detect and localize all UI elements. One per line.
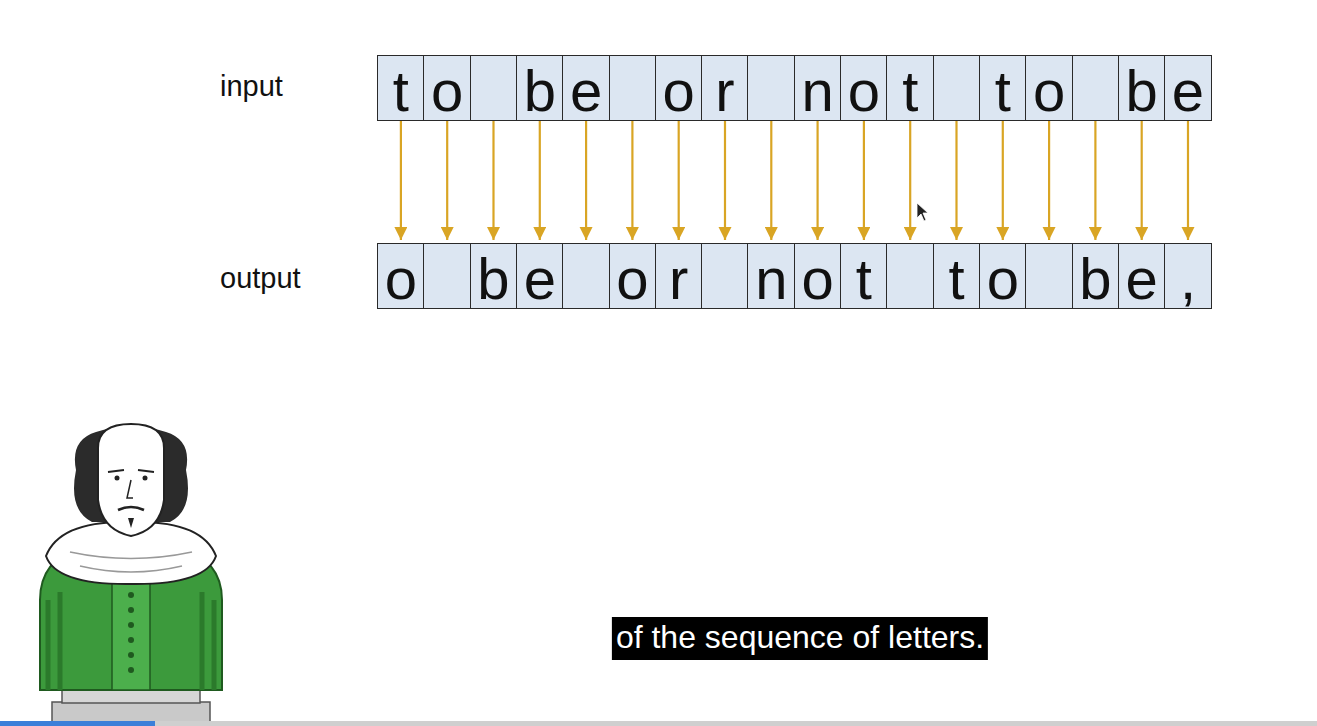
- letter-cell: o: [1025, 55, 1073, 121]
- cell-letter: t: [995, 62, 1011, 120]
- mapping-arrow: [1002, 121, 1004, 240]
- letter-cell: b: [1118, 55, 1166, 121]
- letter-cell: ,: [1164, 243, 1212, 309]
- letter-cell: o: [840, 55, 888, 121]
- mapping-arrow: [816, 121, 818, 240]
- cell-letter: o: [385, 250, 417, 308]
- mapping-arrow: [539, 121, 541, 240]
- letter-cell: e: [562, 55, 610, 121]
- cell-letter: ,: [1180, 250, 1196, 308]
- cell-letter: o: [616, 250, 648, 308]
- letter-cell: r: [701, 55, 749, 121]
- cell-letter: e: [1126, 250, 1158, 308]
- mapping-arrow: [678, 121, 680, 240]
- letter-cell: t: [933, 243, 981, 309]
- mouse-cursor: [917, 203, 928, 221]
- letter-cell: [701, 243, 749, 309]
- letter-cell: b: [1072, 243, 1120, 309]
- cell-letter: o: [1033, 62, 1065, 120]
- mapping-arrow: [770, 121, 772, 240]
- mapping-arrow: [1048, 121, 1050, 240]
- row-label: output: [220, 262, 301, 295]
- mapping-arrow: [1187, 121, 1189, 240]
- cell-letter: e: [1172, 62, 1204, 120]
- mapping-arrow: [863, 121, 865, 240]
- letter-cell: [886, 243, 934, 309]
- cell-letter: t: [902, 62, 918, 120]
- letter-cell: [470, 55, 518, 121]
- letter-cell: [747, 55, 795, 121]
- letter-cell: [562, 243, 610, 309]
- cell-letter: b: [1079, 250, 1111, 308]
- letter-cell: n: [747, 243, 795, 309]
- cell-letter: b: [524, 62, 556, 120]
- progress-track: [0, 721, 1317, 726]
- letter-cell: [933, 55, 981, 121]
- letter-cell: b: [470, 243, 518, 309]
- letter-cell: n: [794, 55, 842, 121]
- letter-cell: [1025, 243, 1073, 309]
- letter-cell: [1072, 55, 1120, 121]
- cell-letter: r: [669, 250, 688, 308]
- mapping-arrow: [492, 121, 494, 240]
- cell-letter: o: [987, 250, 1019, 308]
- letter-cell: r: [655, 243, 703, 309]
- mapping-arrow: [909, 121, 911, 240]
- letter-cell: e: [1164, 55, 1212, 121]
- mapping-arrow: [631, 121, 633, 240]
- cell-letter: n: [755, 250, 787, 308]
- letter-cell: t: [979, 55, 1027, 121]
- mapping-arrow: [1094, 121, 1096, 240]
- letter-cell: o: [377, 243, 425, 309]
- letter-cell: e: [1118, 243, 1166, 309]
- shakespeare-bust: [40, 424, 222, 722]
- letter-cell: t: [377, 55, 425, 121]
- letter-cell: t: [886, 55, 934, 121]
- cell-letter: e: [524, 250, 556, 308]
- cell-letter: b: [1126, 62, 1158, 120]
- letter-cell: o: [979, 243, 1027, 309]
- cell-letter: o: [848, 62, 880, 120]
- cell-letter: e: [570, 62, 602, 120]
- cell-letter: t: [948, 250, 964, 308]
- cell-letter: t: [393, 62, 409, 120]
- mapping-arrow: [446, 121, 448, 240]
- letter-cell: e: [516, 243, 564, 309]
- mapping-arrow: [1141, 121, 1143, 240]
- letter-cell: b: [516, 55, 564, 121]
- video-subtitle: of the sequence of letters.: [612, 617, 988, 660]
- cell-letter: b: [477, 250, 509, 308]
- cell-letter: o: [801, 250, 833, 308]
- mapping-arrow: [724, 121, 726, 240]
- letter-cell: o: [655, 55, 703, 121]
- cell-letter: o: [663, 62, 695, 120]
- letter-cell: t: [840, 243, 888, 309]
- row-label: input: [220, 70, 283, 103]
- mapping-arrow: [955, 121, 957, 240]
- mapping-arrow: [400, 121, 402, 240]
- progress-fill: [0, 721, 155, 726]
- cell-letter: r: [715, 62, 734, 120]
- letter-cell: o: [609, 243, 657, 309]
- cell-letter: t: [856, 250, 872, 308]
- mapping-arrow: [585, 121, 587, 240]
- letter-cell: [609, 55, 657, 121]
- letter-cell: o: [794, 243, 842, 309]
- cell-letter: o: [431, 62, 463, 120]
- cell-letter: n: [801, 62, 833, 120]
- letter-cell: [423, 243, 471, 309]
- letter-cell: o: [423, 55, 471, 121]
